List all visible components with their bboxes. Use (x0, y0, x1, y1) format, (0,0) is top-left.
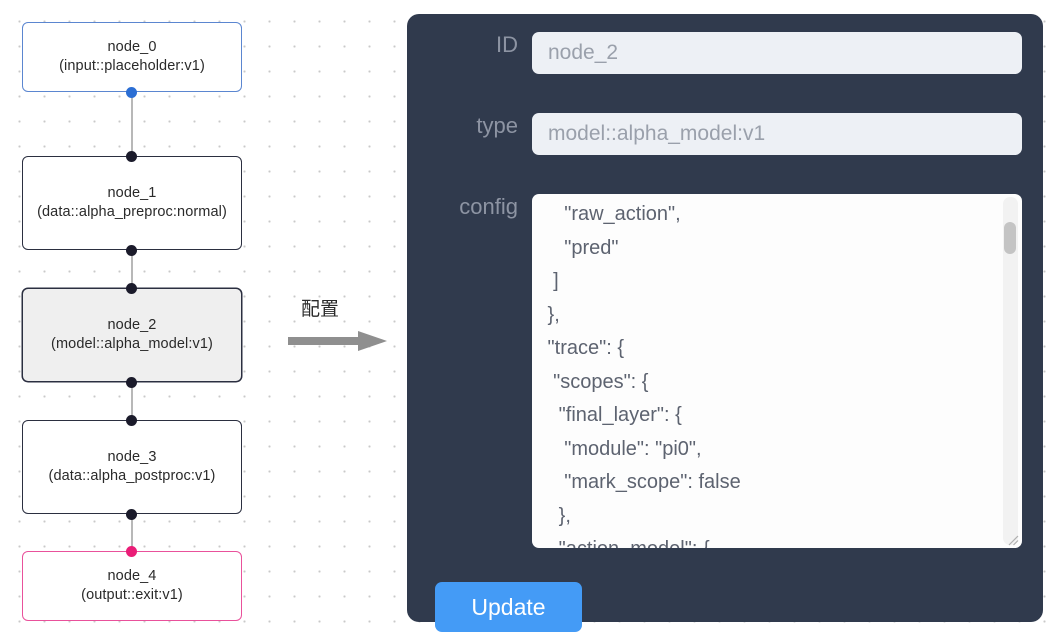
node-handle-node_2-bottom[interactable] (126, 377, 137, 388)
graph-node-label: node_3 (data::alpha_postproc:v1) (48, 449, 216, 484)
edge-node3-node4 (131, 514, 133, 551)
type-input[interactable] (532, 113, 1022, 155)
graph-node-node_1[interactable]: node_1 (data::alpha_preproc:normal) (22, 156, 242, 250)
edge-node0-node1 (131, 92, 133, 156)
node-handle-node_0-bottom[interactable] (126, 87, 137, 98)
node-handle-node_2-top[interactable] (126, 283, 137, 294)
graph-node-label: node_2 (model::alpha_model:v1) (51, 317, 213, 352)
edge-node1-node2 (131, 250, 133, 288)
right-arrow-icon (288, 331, 387, 351)
graph-node-node_3[interactable]: node_3 (data::alpha_postproc:v1) (22, 420, 242, 514)
id-field-row: ID (407, 32, 1043, 74)
graph-node-node_2[interactable]: node_2 (model::alpha_model:v1) (22, 288, 242, 382)
node-handle-node_1-bottom[interactable] (126, 245, 137, 256)
type-field-label: type (476, 113, 518, 138)
node-handle-node_4-top[interactable] (126, 546, 137, 557)
update-button[interactable]: Update (435, 582, 582, 632)
id-input[interactable] (532, 32, 1022, 74)
flow-annotation: 配置 (288, 297, 396, 359)
graph-node-label: node_1 (data::alpha_preproc:normal) (37, 185, 227, 220)
node-config-panel: ID type config "raw_action", "pred" ] },… (407, 14, 1043, 632)
graph-canvas[interactable]: node_0 (input::placeholder:v1) node_1 (d… (0, 0, 400, 643)
edge-node2-node3 (131, 382, 133, 420)
graph-node-node_0[interactable]: node_0 (input::placeholder:v1) (22, 22, 242, 92)
config-textarea[interactable]: "raw_action", "pred" ] }, "trace": { "sc… (532, 194, 1022, 548)
config-field-label: config (459, 194, 518, 219)
id-field-label: ID (496, 32, 518, 57)
config-scrollbar-thumb[interactable] (1004, 222, 1016, 254)
config-editor-wrap: "raw_action", "pred" ] }, "trace": { "sc… (532, 194, 1022, 548)
flow-annotation-label: 配置 (301, 299, 340, 320)
node-handle-node_1-top[interactable] (126, 151, 137, 162)
config-field-row: config "raw_action", "pred" ] }, "trace"… (407, 194, 1043, 548)
node-handle-node_3-top[interactable] (126, 415, 137, 426)
type-field-row: type (407, 113, 1043, 155)
graph-node-label: node_4 (output::exit:v1) (81, 568, 183, 603)
graph-node-node_4[interactable]: node_4 (output::exit:v1) (22, 551, 242, 621)
resize-grip-icon[interactable] (1005, 532, 1019, 546)
node-handle-node_3-bottom[interactable] (126, 509, 137, 520)
config-scrollbar-track[interactable] (1003, 197, 1018, 545)
graph-node-label: node_0 (input::placeholder:v1) (59, 39, 205, 74)
